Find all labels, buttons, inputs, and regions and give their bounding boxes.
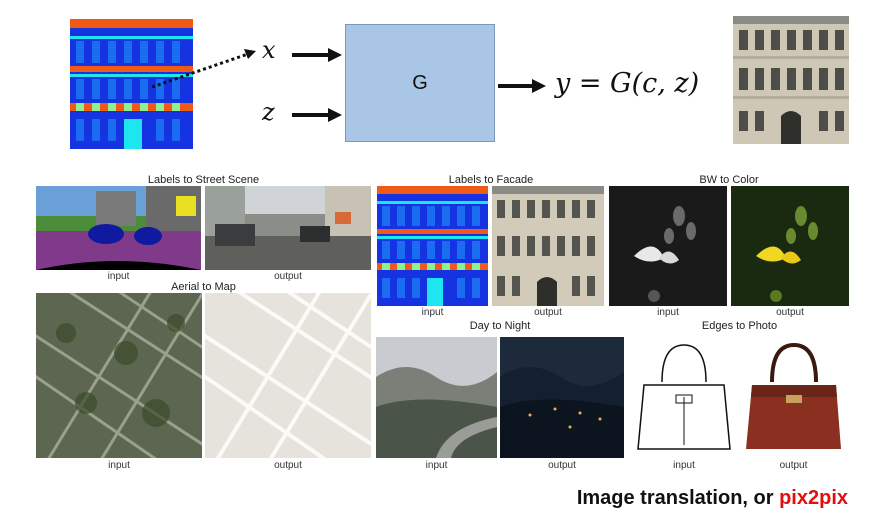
- street-label-map: [36, 186, 201, 270]
- street-input-label: input: [107, 271, 130, 282]
- output-equation: y = G(c, z): [555, 68, 700, 99]
- facade-input-label: input: [421, 307, 444, 318]
- night-photo: [500, 337, 624, 458]
- z-symbol: z: [262, 98, 275, 126]
- bag-output-label: output: [779, 460, 808, 471]
- aerial-photo: [36, 293, 202, 458]
- caption-highlight: pix2pix: [779, 487, 848, 509]
- night-output-label: output: [548, 460, 576, 471]
- generator-box: G: [345, 24, 495, 142]
- day-photo: [376, 337, 497, 458]
- day-input-label: input: [425, 460, 448, 471]
- bw-photo: [609, 186, 727, 306]
- panel-title-aerial: Aerial to Map: [171, 281, 236, 293]
- arrow-x-to-g: [292, 48, 342, 62]
- edges-input-label: input: [673, 460, 695, 471]
- generator-label: G: [412, 71, 428, 94]
- panel-title-edges: Edges to Photo: [701, 320, 778, 332]
- facade-output-label: output: [534, 307, 562, 318]
- aerial-input-label: input: [108, 460, 130, 471]
- panel-title-facade: Labels to Facade: [448, 174, 534, 186]
- bag-edges: [632, 337, 736, 458]
- street-photo: [205, 186, 371, 270]
- bag-photo: [740, 337, 847, 458]
- arrow-g-to-y: [498, 79, 546, 93]
- dotted-arrow: [151, 49, 256, 89]
- aerial-output-label: output: [274, 460, 302, 471]
- bw-output-label: output: [776, 307, 804, 318]
- arrow-z-to-g: [292, 108, 342, 122]
- color-photo: [731, 186, 849, 306]
- bw-input-label: input: [657, 307, 679, 318]
- facade-photo: [492, 186, 604, 306]
- x-symbol: x: [262, 36, 276, 64]
- facade-label-map-top: [70, 19, 193, 149]
- street-output-label: output: [274, 271, 302, 282]
- caption: Image translation, or pix2pix: [577, 487, 848, 510]
- panel-title-street: Labels to Street Scene: [147, 174, 260, 186]
- facade-label-map: [377, 186, 488, 306]
- facade-photo-top: [733, 16, 849, 144]
- caption-prefix: Image translation, or: [576, 487, 780, 509]
- panel-title-day-night: Day to Night: [469, 320, 531, 332]
- panel-title-bw: BW to Color: [699, 174, 759, 186]
- aerial-map: [205, 293, 371, 458]
